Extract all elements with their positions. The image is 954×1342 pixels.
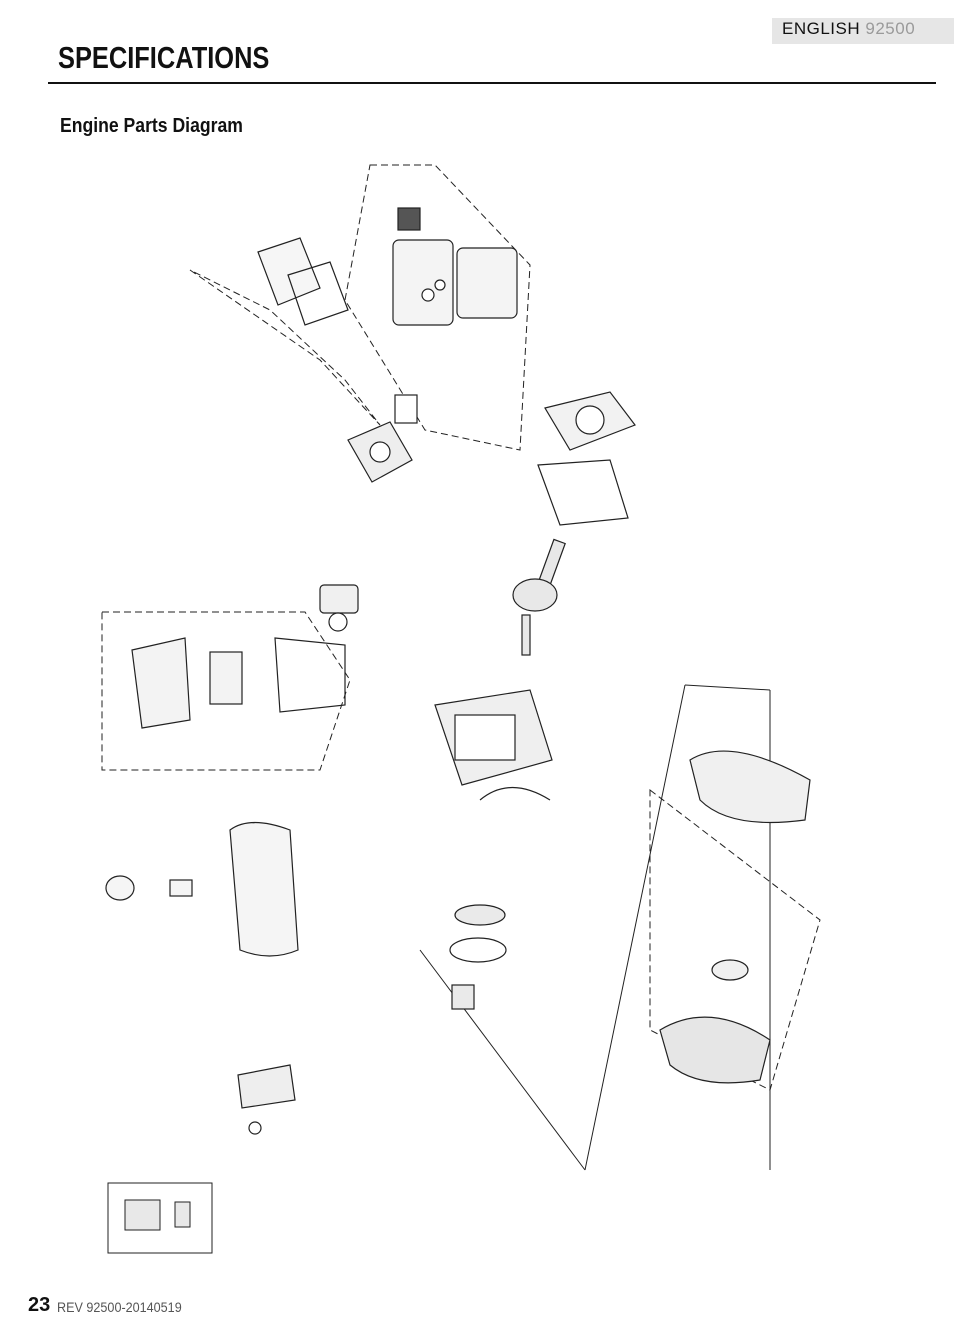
language-tab: ENGLISH 92500	[782, 19, 915, 39]
fuel-tank	[105, 821, 299, 957]
language-tab-background	[772, 18, 954, 44]
air-filter-group-outline	[101, 611, 351, 771]
flywheel	[449, 904, 507, 1010]
inset-box	[107, 1182, 213, 1254]
language-label: ENGLISH	[782, 19, 861, 38]
cylinder-group-outline	[189, 269, 381, 426]
page-title: SPECIFICATIONS	[58, 40, 270, 75]
crankcase-block	[434, 689, 553, 801]
model-number: 92500	[865, 19, 916, 38]
leader-line	[419, 949, 586, 1171]
crankshaft	[512, 538, 566, 656]
title-divider	[48, 82, 936, 84]
leader-line	[584, 684, 686, 1171]
air-filter	[131, 637, 346, 729]
page-number: 23	[28, 1294, 51, 1316]
engine-parts-diagram	[101, 164, 821, 1254]
inset-parts	[124, 1199, 191, 1231]
carburetor	[319, 584, 359, 632]
section-title: Engine Parts Diagram	[60, 115, 243, 137]
muffler-assembly	[392, 207, 518, 326]
revision-label: REV 92500-20140519	[57, 1299, 182, 1315]
muffler-group-outline	[344, 164, 531, 451]
crankcase-cover	[537, 391, 636, 526]
leader-line	[684, 684, 771, 691]
valve-cover	[257, 237, 349, 326]
engine-bracket	[237, 1064, 296, 1135]
recoil-starter-cover	[659, 750, 811, 1084]
cylinder-head	[347, 394, 418, 483]
